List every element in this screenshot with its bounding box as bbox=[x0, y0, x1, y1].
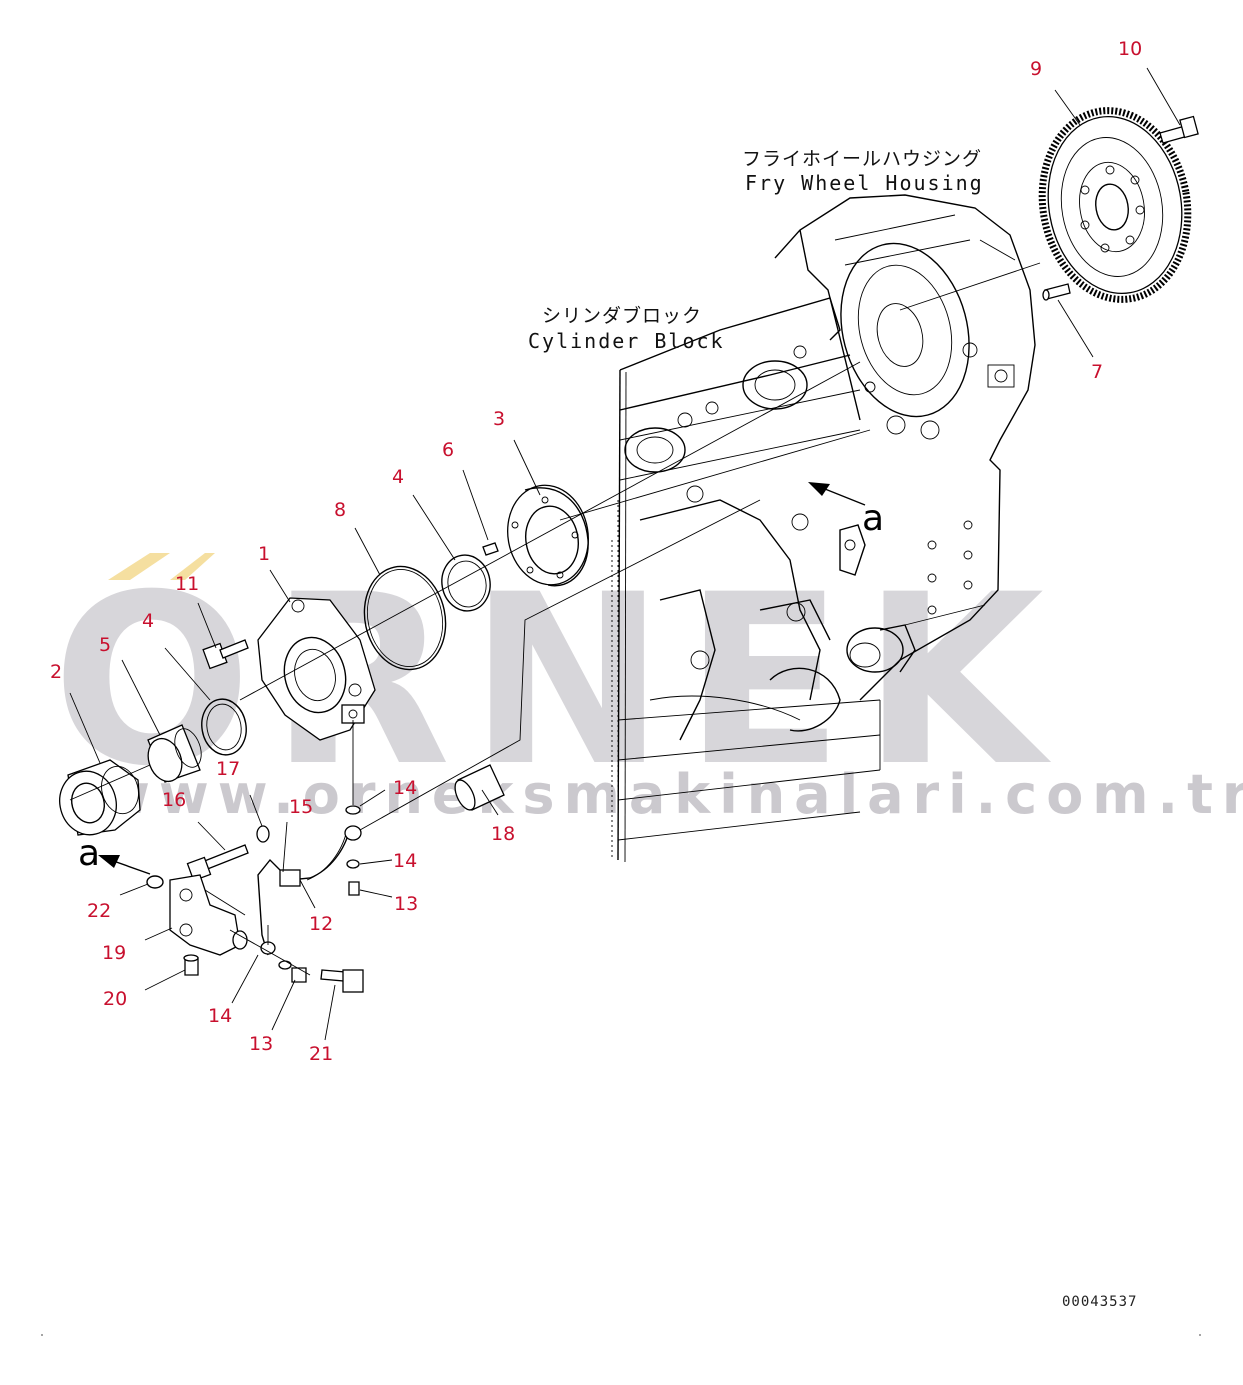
callout-6: 6 bbox=[442, 439, 454, 461]
pump-bolt bbox=[202, 639, 249, 670]
callout-15: 15 bbox=[289, 796, 313, 818]
callout-numbers: 10 9 7 3 6 4 8 1 11 4 5 2 17 14 16 15 18… bbox=[50, 38, 1142, 1065]
callout-10: 9 bbox=[1030, 58, 1042, 80]
caption-cylinder-block-en: Cylinder Block bbox=[528, 329, 725, 353]
washer bbox=[256, 825, 270, 843]
long-bolt bbox=[186, 844, 249, 882]
callout-2: 2 bbox=[50, 661, 62, 683]
engine-block-outline bbox=[611, 194, 1036, 863]
valve-body bbox=[169, 874, 248, 956]
housing-bolt-holes bbox=[927, 520, 973, 615]
view-arrow-left: a bbox=[78, 833, 151, 875]
callout-18: 18 bbox=[491, 823, 515, 845]
callout-9: 11 bbox=[175, 573, 199, 595]
caption-cylinder-block-jp: シリンダブロック bbox=[542, 304, 702, 327]
watermark-url: www.orneksmakinalari.com.tr bbox=[100, 763, 1243, 826]
callout-1: 1 bbox=[258, 543, 270, 565]
coupling bbox=[59, 759, 141, 836]
corner-mark-right bbox=[1199, 1334, 1201, 1336]
drawing-number: 00043537 bbox=[1062, 1294, 1137, 1310]
fitting-upper bbox=[344, 805, 362, 896]
pump-body bbox=[257, 597, 376, 741]
callout-14-upper: 14 bbox=[393, 777, 417, 799]
plug bbox=[183, 954, 199, 976]
callout-13-lower: 13 bbox=[249, 1033, 273, 1055]
callout-5: 5 bbox=[99, 634, 111, 656]
callout-22: 22 bbox=[87, 900, 111, 922]
flywheel-bolt-holes bbox=[1080, 165, 1145, 253]
dowel-pin bbox=[1042, 283, 1071, 301]
watermark-accent-left bbox=[108, 553, 170, 580]
gear-plate bbox=[507, 484, 589, 587]
mount-bolt bbox=[320, 969, 364, 993]
watermark-accent-right bbox=[170, 553, 215, 580]
spacer-tube bbox=[454, 764, 505, 811]
o-ring-large bbox=[363, 565, 447, 671]
flywheel-gear bbox=[1038, 107, 1192, 303]
assembly-lines bbox=[69, 262, 1041, 976]
callout-14-middle: 14 bbox=[393, 850, 417, 872]
watermark: ORNEK www.orneksmakinalari.com.tr bbox=[52, 545, 1243, 826]
snap-ring-lower bbox=[201, 698, 247, 756]
view-arrow-right: a bbox=[808, 482, 884, 539]
callout-4-upper: 4 bbox=[392, 466, 404, 488]
callout-14-lower: 14 bbox=[208, 1005, 232, 1027]
key bbox=[482, 542, 499, 556]
corner-mark-left bbox=[41, 1334, 43, 1336]
callout-20: 20 bbox=[103, 988, 127, 1010]
fitting-lower bbox=[260, 941, 307, 983]
callout-16: 16 bbox=[162, 789, 186, 811]
callout-4-lower: 4 bbox=[142, 610, 154, 632]
leader-lines bbox=[69, 67, 1181, 1041]
callout-11: 10 bbox=[1118, 38, 1142, 60]
oil-tube bbox=[257, 827, 351, 956]
callout-19: 19 bbox=[102, 942, 126, 964]
callout-12: 12 bbox=[309, 913, 333, 935]
callout-17: 17 bbox=[216, 758, 240, 780]
view-marker-left: a bbox=[78, 833, 100, 874]
callout-13-upper: 13 bbox=[394, 893, 418, 915]
caption-flywheel-housing-en: Fry Wheel Housing bbox=[745, 171, 984, 195]
caption-flywheel-housing-jp: フライホイールハウジング bbox=[742, 148, 982, 170]
callout-21: 21 bbox=[309, 1043, 333, 1065]
callout-7: 7 bbox=[1091, 361, 1103, 383]
callout-8: 8 bbox=[334, 499, 346, 521]
snap-ring-upper bbox=[441, 554, 491, 612]
view-marker-right: a bbox=[862, 498, 884, 539]
small-o-ring bbox=[146, 875, 164, 889]
oil-pan-ribs bbox=[617, 699, 881, 841]
callout-3: 3 bbox=[493, 408, 505, 430]
flywheel-bolt bbox=[1159, 115, 1199, 144]
bushing bbox=[147, 724, 202, 783]
